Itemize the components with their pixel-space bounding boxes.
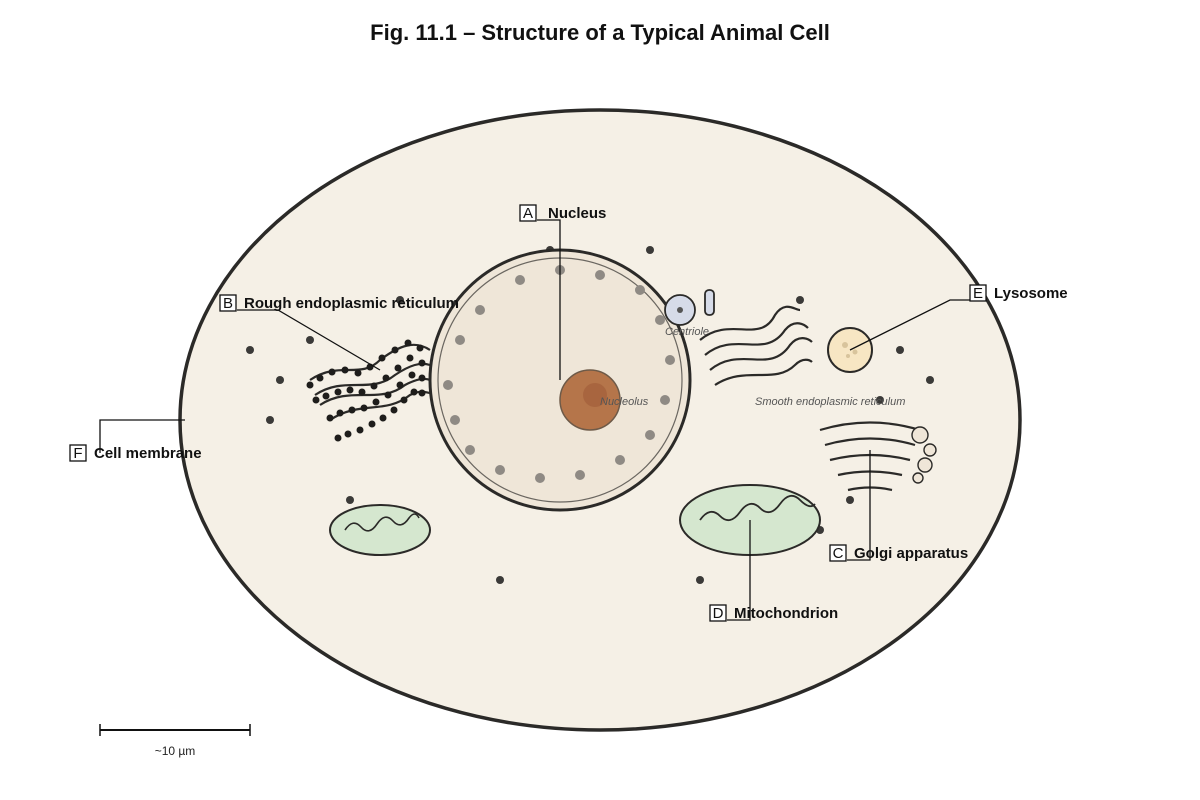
label-box (709, 604, 727, 622)
leader-rough-er (237, 309, 381, 371)
label-b: B Rough endoplasmic reticulum (219, 294, 459, 312)
scale-bar-label: ~10 µm (155, 744, 196, 758)
label-box (519, 204, 537, 222)
leader-mitochondrion (727, 520, 751, 621)
label-text: Cell membrane (94, 445, 202, 462)
free-ribosomes (246, 246, 934, 584)
golgi-vesicles (911, 426, 937, 484)
leader-golgi (847, 450, 871, 561)
label-text: Rough endoplasmic reticulum (244, 295, 459, 312)
nucleolus-core (583, 383, 607, 407)
nucleolus-label: Nucleolus (600, 396, 649, 408)
label-box (69, 444, 87, 462)
label-text: Mitochondrion (734, 605, 838, 622)
nuclear-pores (443, 265, 675, 483)
centriole (664, 289, 715, 326)
label-d: D Mitochondrion (709, 604, 838, 622)
label-box (969, 284, 987, 302)
label-text: Golgi apparatus (854, 545, 968, 562)
label-a: A Nucleus (519, 204, 606, 222)
label-letter: B (223, 295, 233, 312)
rough-er-ribosomes (306, 339, 426, 442)
leader-nucleus (537, 219, 561, 380)
mitochondrion-small (329, 504, 431, 556)
label-box (219, 294, 237, 312)
label-text: Lysosome (994, 285, 1068, 302)
label-letter: D (713, 605, 724, 622)
label-letter: E (973, 285, 983, 302)
label-letter: C (833, 545, 844, 562)
label-box (829, 544, 847, 562)
label-letter: F (73, 445, 82, 462)
label-letter: A (523, 205, 533, 222)
leader-cell-membrane (99, 419, 185, 453)
label-c: C Golgi apparatus (829, 544, 968, 562)
smooth-er-label: Smooth endoplasmic reticulum (755, 396, 905, 408)
label-e: E Lysosome (969, 284, 1068, 302)
label-f: F Cell membrane (69, 444, 202, 462)
centriole-label: Centriole (665, 326, 709, 338)
scale-bar: ~10 µm (99, 724, 251, 758)
smooth-er (699, 305, 813, 386)
figure-title: Fig. 11.1 – Structure of a Typical Anima… (370, 20, 830, 45)
label-text: Nucleus (548, 205, 606, 222)
